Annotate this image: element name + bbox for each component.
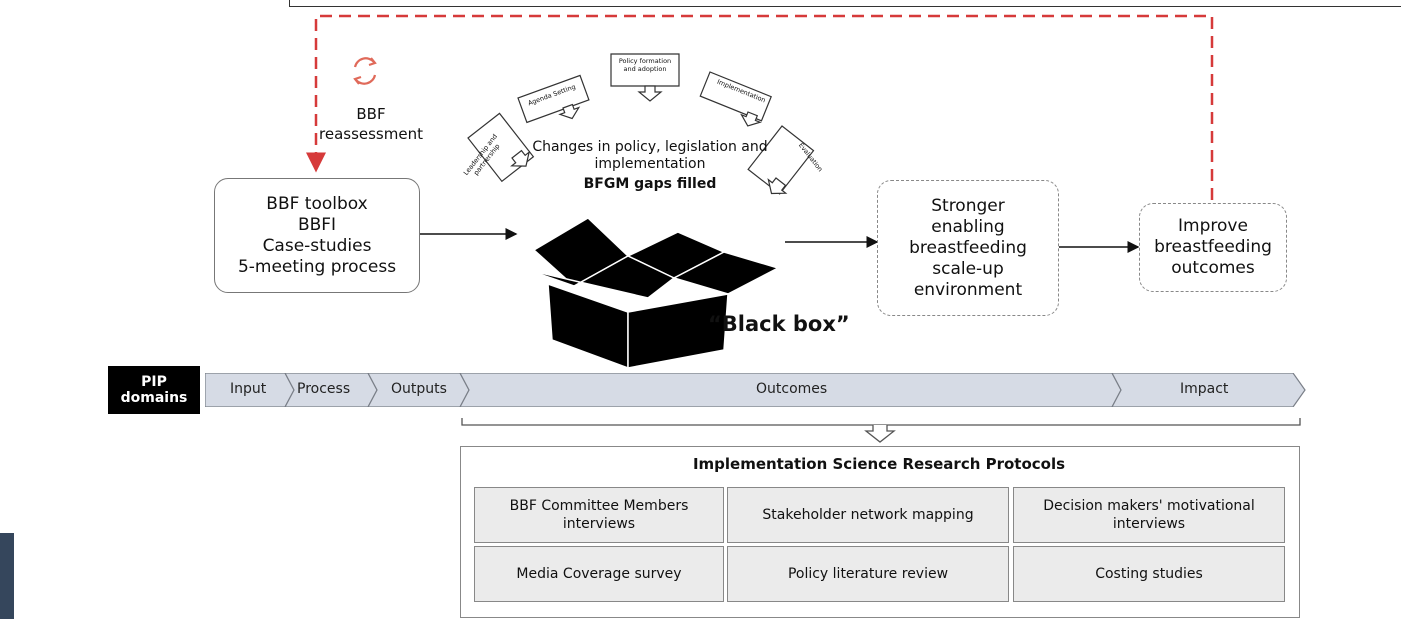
pip-domains-label-box: PIP domains bbox=[108, 366, 200, 414]
pip-segment-process bbox=[284, 373, 378, 407]
protocol-committee-interviews: BBF Committee Members interviews bbox=[474, 487, 724, 543]
stage-agenda-callout bbox=[517, 74, 590, 124]
pip-domain-impact: Impact bbox=[1180, 381, 1229, 397]
pip-segment-impact bbox=[1111, 373, 1306, 407]
pip-domain-input: Input bbox=[230, 381, 267, 397]
pip-bracket bbox=[461, 418, 1301, 426]
gaps-filled-text: BFGM gaps filled bbox=[583, 176, 717, 192]
stage-policy-formation-callout bbox=[610, 53, 680, 87]
reassessment-feedback-arrow bbox=[306, 14, 1214, 200]
pip-domain-outcomes: Outcomes bbox=[756, 381, 828, 397]
changes-text: Changes in policy, legislation and imple… bbox=[532, 139, 768, 172]
black-box-label: “Black box” bbox=[708, 312, 850, 336]
protocols-title: Implementation Science Research Protocol… bbox=[692, 455, 1066, 473]
pip-domains-bar bbox=[205, 373, 1306, 407]
protocol-motivational-interviews: Decision makers' motivational interviews bbox=[1013, 487, 1285, 543]
bracket-down-arrow bbox=[864, 425, 896, 443]
top-frame-border bbox=[289, 0, 1401, 7]
refresh-cycle-icon bbox=[353, 57, 377, 85]
pip-domain-process: Process bbox=[297, 381, 351, 397]
protocol-policy-review: Policy literature review bbox=[727, 546, 1009, 602]
protocol-media-survey: Media Coverage survey bbox=[474, 546, 724, 602]
inputs-box: BBF toolbox BBFI Case-studies 5-meeting … bbox=[214, 178, 420, 293]
stage-policy-formation-label: Policy formation and adoption bbox=[618, 57, 672, 73]
protocol-stakeholder-mapping: Stakeholder network mapping bbox=[727, 487, 1009, 543]
protocol-costing-studies: Costing studies bbox=[1013, 546, 1285, 602]
stage-implementation-callout bbox=[699, 71, 772, 122]
policy-stage-callouts bbox=[467, 53, 815, 195]
pip-segment-outcomes bbox=[459, 373, 1122, 407]
enabling-environment-box: Stronger enabling breastfeeding scale-up… bbox=[877, 180, 1059, 316]
stage-evaluation-callout bbox=[747, 125, 815, 195]
dark-edge-block bbox=[0, 533, 14, 619]
reassessment-label: BBF reassessment bbox=[319, 105, 423, 143]
pip-segment-outputs bbox=[367, 373, 470, 407]
black-box-illustration bbox=[528, 217, 779, 369]
pip-domain-outputs: Outputs bbox=[391, 381, 447, 397]
breastfeeding-outcomes-box: Improve breastfeeding outcomes bbox=[1139, 203, 1287, 292]
